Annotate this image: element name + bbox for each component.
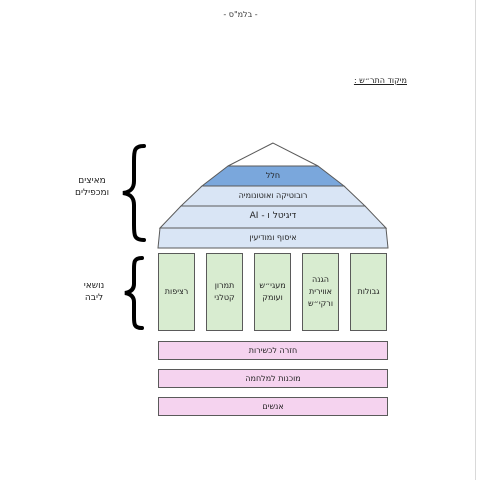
roof-label-collection: איסוף ומודיעין (249, 233, 297, 242)
roof-label-digital-ai: דיגיטל ו - AI (249, 211, 297, 221)
pillar-label: גבולות (357, 287, 380, 296)
roof-label-space: חלל (265, 171, 281, 180)
roof-peak (227, 142, 319, 167)
pillar-continuity: רציפות (158, 253, 195, 331)
pillar-label: ורקי״ש (308, 299, 333, 308)
multipliers-brace (122, 144, 146, 242)
core-themes-label: נושאי ליבה (72, 280, 116, 304)
page-edge (475, 0, 476, 480)
pillar-label: קטלני (214, 293, 235, 302)
classification-header: - בלמ"ס - (223, 10, 258, 19)
section-title: מיקוד התר״ש : (353, 76, 407, 85)
foundation-war-readiness: מוכנות למלחמה (158, 369, 388, 388)
roof-layer-collection (157, 227, 389, 249)
pillar-label: מעגי״ש (259, 281, 286, 290)
pillar-label: ועומק (262, 293, 283, 302)
core-themes-brace (124, 256, 144, 330)
pillar-label: רציפות (164, 287, 189, 296)
multipliers-label-line: ומכפילים (74, 188, 110, 198)
pillar-label: תמרון (214, 281, 235, 290)
multipliers-label: מאיצים ומכפילים (66, 175, 118, 199)
pillar-air-defense: הגנה אווירית ורקי״ש (302, 253, 339, 331)
core-themes-label-line: נושאי (83, 281, 105, 291)
foundation-return-to-readiness: חזרה לכשירות (158, 341, 388, 360)
core-themes-label-line: ליבה (84, 293, 104, 303)
pillar-label: הגנה (312, 275, 329, 284)
pillar-borders: גבולות (350, 253, 387, 331)
roof-label-robotics: רובוטיקה ואוטונומיה (238, 191, 308, 200)
multipliers-label-line: מאיצים (78, 176, 106, 186)
pillar-lethal-maneuver: תמרון קטלני (206, 253, 243, 331)
pillar-label: אווירית (308, 287, 333, 296)
foundation-people: אנשים (158, 397, 388, 416)
pillar-circles-depth: מעגי״ש ועומק (254, 253, 291, 331)
